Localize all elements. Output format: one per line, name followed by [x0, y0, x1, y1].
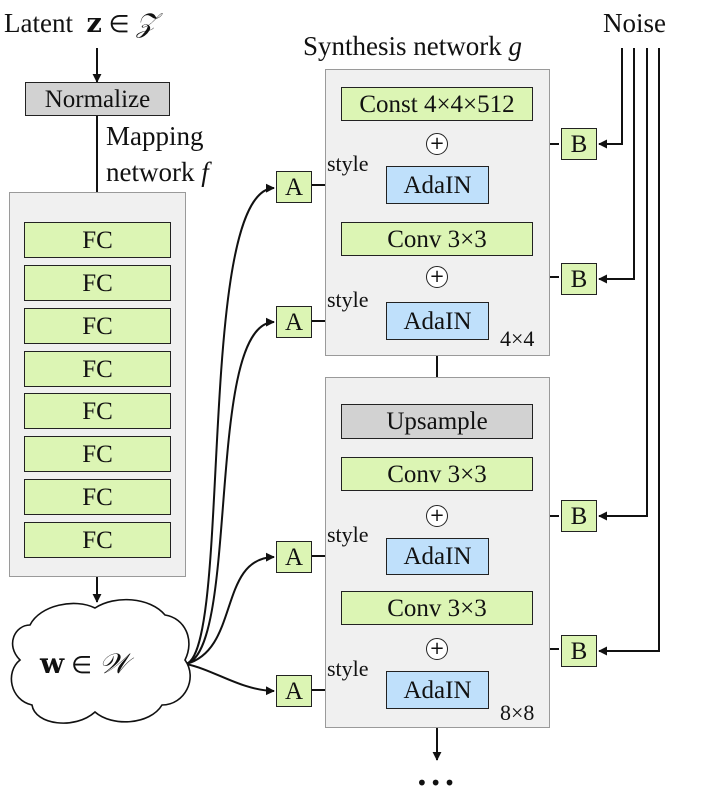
- const-input-box: Const 4×4×512: [341, 87, 533, 121]
- style-label: style: [327, 287, 369, 312]
- continuation-ellipsis: •••: [416, 771, 458, 795]
- style-label: style: [327, 656, 369, 681]
- affine-a-box: A: [276, 675, 312, 707]
- conv-box: Conv 3×3: [341, 222, 533, 256]
- w-cloud-shape: [10, 598, 191, 724]
- noise-add-node: +: [426, 266, 448, 288]
- affine-a-box: A: [276, 541, 312, 573]
- fc-layer: FC: [24, 265, 171, 301]
- fc-layer: FC: [24, 436, 171, 472]
- adain-box: AdaIN: [386, 302, 489, 340]
- latent-label: Latent z ∈ 𝒵: [4, 8, 157, 39]
- mapping-network-label-line1: Mapping: [106, 121, 204, 151]
- adain-box: AdaIN: [386, 671, 489, 709]
- fc-layer: FC: [24, 479, 171, 515]
- style-label: style: [327, 151, 369, 176]
- resolution-label-8x8: 8×8: [500, 700, 535, 725]
- fc-layer: FC: [24, 393, 171, 429]
- noise-scale-b-box: B: [561, 635, 597, 667]
- latent-var: z: [86, 8, 102, 39]
- affine-a-box: A: [276, 306, 312, 338]
- normalize-box: Normalize: [25, 82, 170, 116]
- synthesis-network-title: Synthesis network g: [303, 31, 523, 61]
- fc-layer: FC: [24, 222, 171, 258]
- conv-box: Conv 3×3: [341, 457, 533, 491]
- noise-add-node: +: [426, 505, 448, 527]
- noise-scale-b-box: B: [561, 128, 597, 160]
- affine-a-box: A: [276, 171, 312, 203]
- upsample-box: Upsample: [341, 404, 533, 439]
- noise-add-node: +: [426, 133, 448, 155]
- style-label: style: [327, 522, 369, 547]
- noise-add-node: +: [426, 638, 448, 660]
- fc-layer: FC: [24, 308, 171, 344]
- mapping-f: f: [201, 157, 209, 187]
- adain-box: AdaIN: [386, 166, 489, 204]
- synthesis-g: g: [508, 31, 523, 61]
- conv-box: Conv 3×3: [341, 591, 533, 625]
- resolution-label-4x4: 4×4: [500, 326, 535, 351]
- w-label: w ∈ 𝒲: [40, 647, 129, 680]
- mapping-network-label-line2: network f: [106, 157, 209, 187]
- adain-box: AdaIN: [386, 538, 489, 575]
- fc-layer: FC: [24, 522, 171, 558]
- fc-layer: FC: [24, 351, 171, 387]
- noise-scale-b-box: B: [561, 500, 597, 532]
- noise-scale-b-box: B: [561, 263, 597, 295]
- noise-label: Noise: [603, 8, 666, 38]
